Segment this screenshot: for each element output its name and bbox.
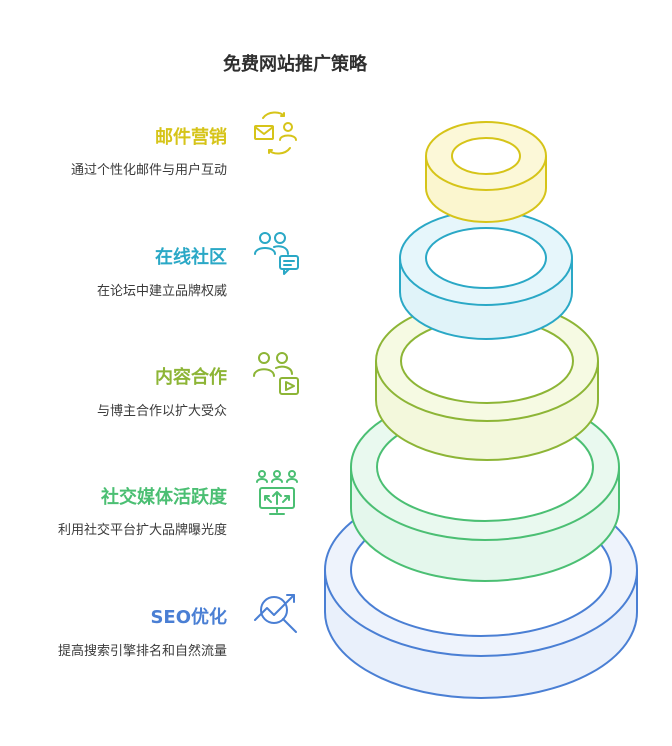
item-title-content: 内容合作	[155, 367, 227, 388]
item-desc-email: 通过个性化邮件与用户互动	[70, 163, 227, 178]
ring-email	[425, 121, 547, 223]
item-title-community: 在线社区	[155, 247, 227, 268]
collaboration-video-icon	[253, 352, 299, 395]
item-desc-content: 与博主合作以扩大受众	[96, 404, 227, 419]
item-title-email: 邮件营销	[155, 127, 227, 148]
item-title-social: 社交媒体活跃度	[101, 487, 227, 508]
diagram-title: 免费网站推广策略	[223, 54, 367, 75]
search-growth-icon	[254, 594, 297, 633]
item-title-seo: SEO优化	[150, 607, 227, 628]
item-desc-community: 在论坛中建立品牌权威	[96, 284, 227, 299]
social-network-icon	[256, 470, 298, 515]
item-desc-seo: 提高搜索引擎排名和自然流量	[57, 644, 227, 659]
item-desc-social: 利用社交平台扩大品牌曝光度	[57, 523, 227, 538]
ring-content	[375, 300, 599, 461]
email-user-sync-icon	[254, 111, 297, 155]
ring-community	[399, 210, 573, 340]
community-chat-icon	[254, 232, 299, 275]
